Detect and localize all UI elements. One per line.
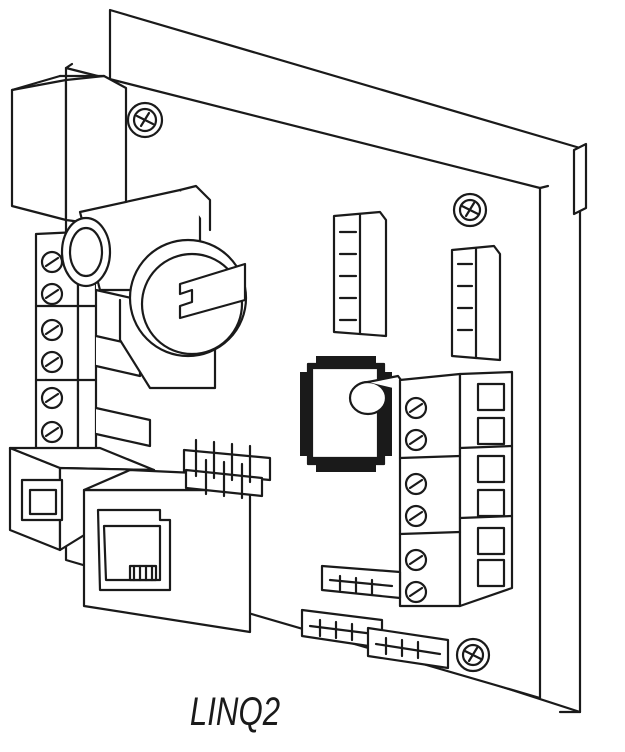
power-module-block xyxy=(10,74,128,230)
board-caption: LINQ2 xyxy=(189,690,281,734)
right-terminal-block xyxy=(398,370,514,608)
screw-icon xyxy=(455,637,491,673)
bottom-connector-3 xyxy=(366,626,450,670)
header-connector-top xyxy=(332,210,388,338)
rj45-ethernet-port xyxy=(82,468,262,634)
round-power-connector xyxy=(118,238,248,390)
bottom-connector-2 xyxy=(300,608,384,650)
screw-icon xyxy=(452,192,488,228)
screw-icon xyxy=(126,101,164,139)
microcontroller-chip xyxy=(300,356,392,472)
header-connector-right xyxy=(450,244,502,362)
bottom-connector-1 xyxy=(320,564,402,600)
pin-header xyxy=(182,438,272,500)
